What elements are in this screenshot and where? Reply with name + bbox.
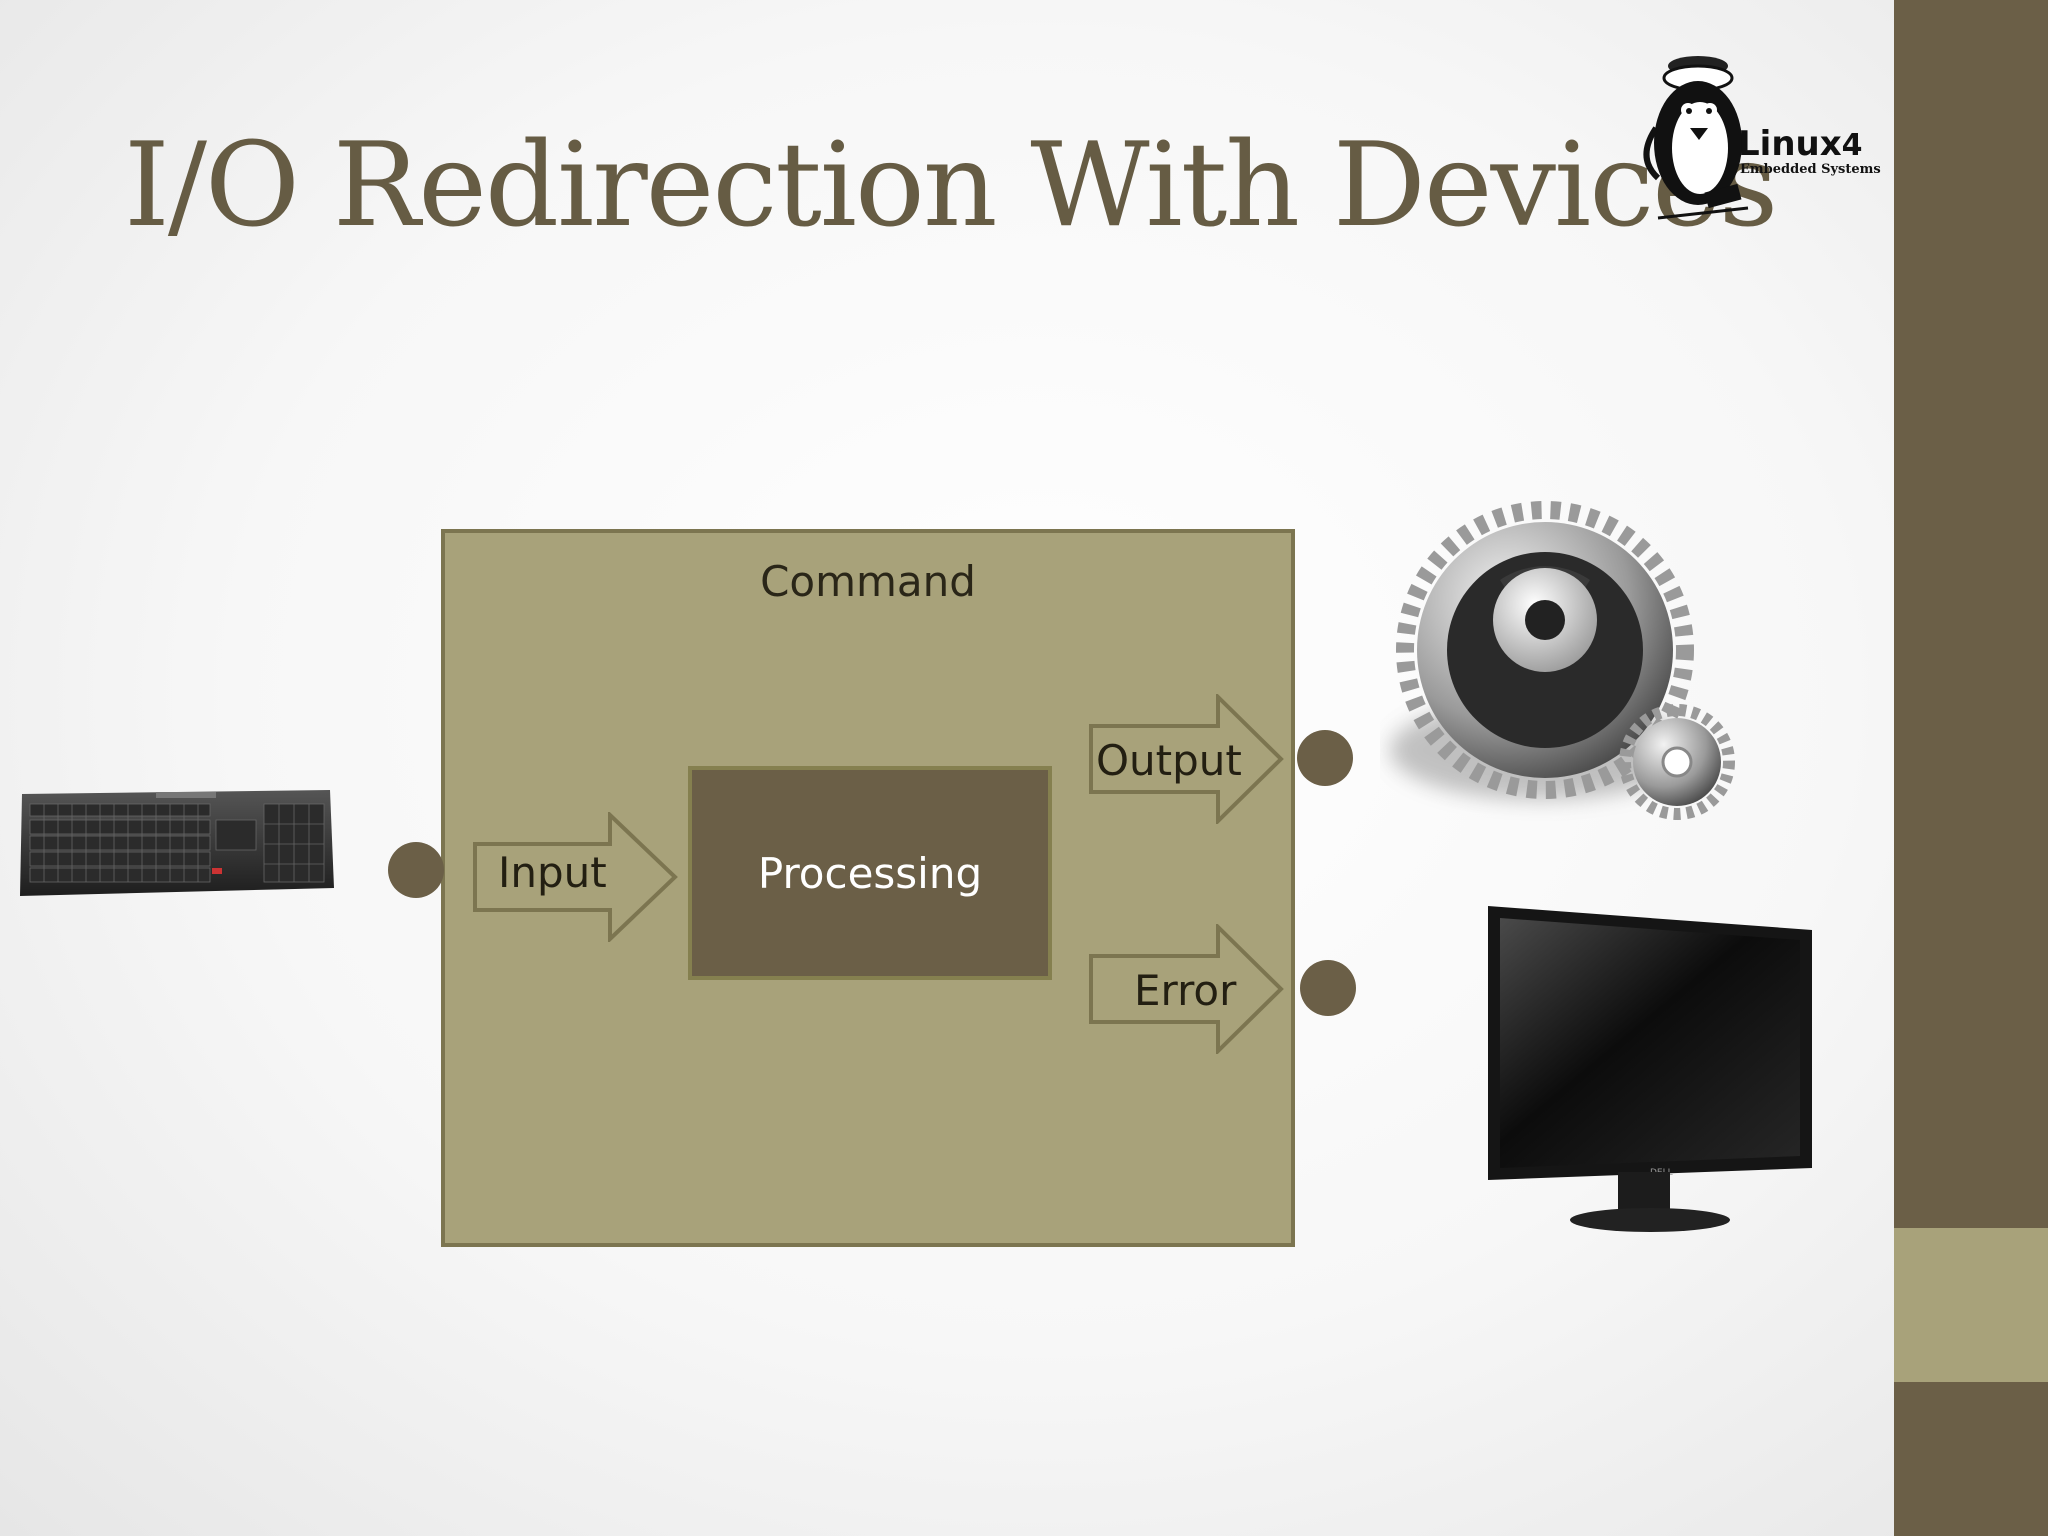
gears-icon: [1390, 501, 1735, 820]
side-accent-bar: [1894, 0, 2048, 1536]
side-accent-stripe: [1894, 1228, 2048, 1382]
stdout-port: [1297, 730, 1353, 786]
logo-wordmark: Linux4: [1738, 124, 1863, 164]
error-arrow: [1089, 924, 1284, 1054]
error-label: Error: [1134, 966, 1237, 1015]
output-arrow: [1089, 694, 1284, 824]
penguin-logo-icon: [1643, 56, 1749, 220]
keyboard-icon: [20, 790, 334, 896]
input-label: Input: [498, 848, 607, 897]
processing-label: Processing: [757, 848, 983, 898]
input-arrow: [473, 812, 678, 942]
output-label: Output: [1096, 736, 1242, 785]
command-label: Command: [760, 557, 976, 606]
monitor-icon: DELL: [1488, 906, 1812, 1232]
stderr-port: [1300, 960, 1356, 1016]
slide-title: I/O Redirection With Devices: [124, 118, 1778, 253]
stdin-port: [388, 842, 444, 898]
logo-subtitle: Embedded Systems: [1740, 162, 1881, 177]
processing-box: Processing: [688, 766, 1052, 980]
